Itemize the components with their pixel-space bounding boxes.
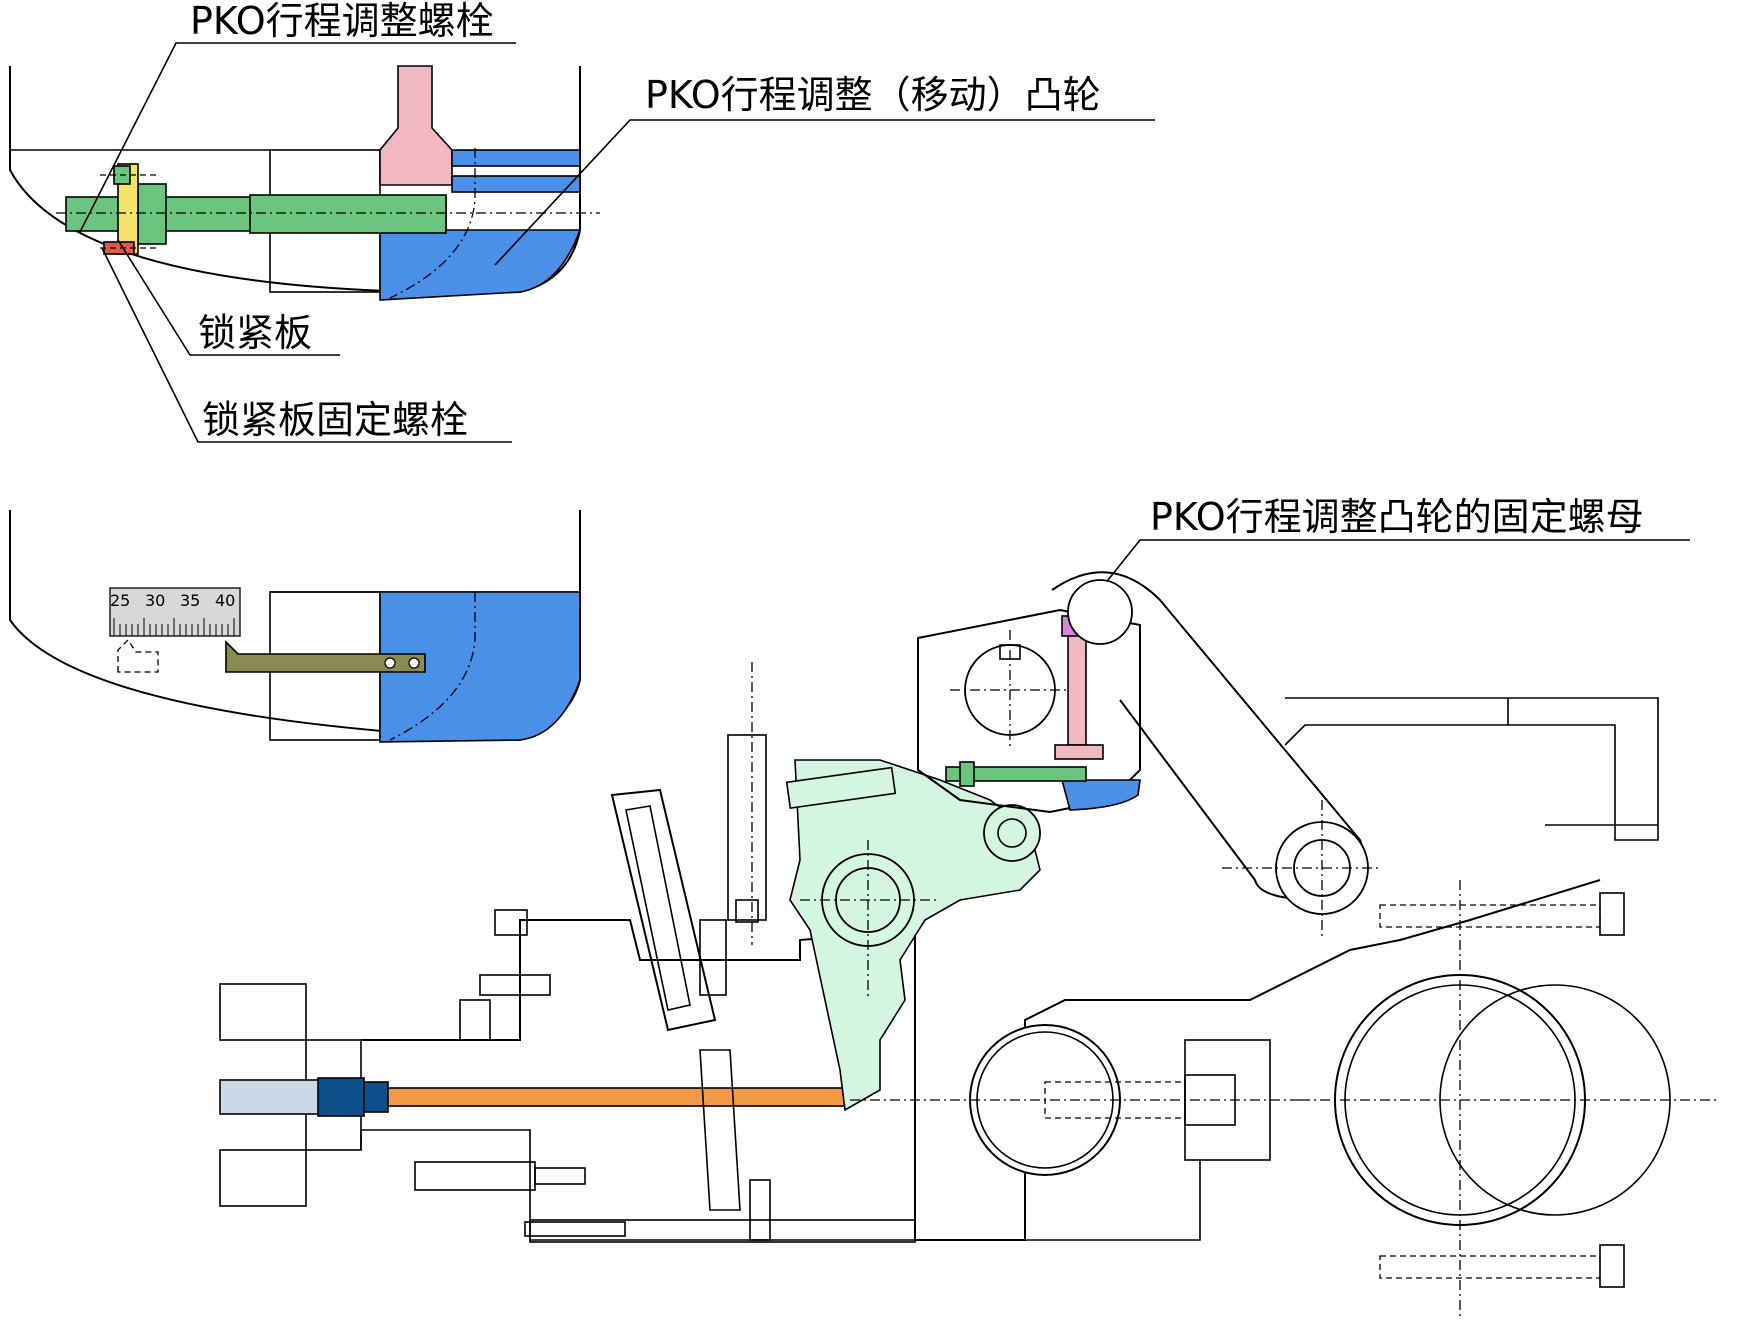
stroke-pointer bbox=[225, 640, 426, 673]
label-adjust-bolt: PKO行程调整螺栓 bbox=[190, 0, 494, 43]
leader-cam-nut bbox=[1071, 539, 1690, 626]
scale-tick-40: 40 bbox=[215, 591, 235, 610]
scale-tick-marks bbox=[113, 618, 235, 636]
top-detail-view bbox=[9, 65, 600, 301]
label-cam-nut: PKO行程调整凸轮的固定螺母 bbox=[1150, 495, 1644, 539]
pko-lever-mint bbox=[789, 759, 1041, 1112]
adjust-cam-blue bbox=[379, 229, 582, 301]
middle-cam-blue bbox=[379, 591, 581, 743]
label-adjust-cam: PKO行程调整（移动）凸轮 bbox=[645, 73, 1101, 117]
cam-nut-pink bbox=[1067, 632, 1087, 746]
label-lock-plate: 锁紧板 bbox=[198, 311, 312, 355]
knockout-pin-orange bbox=[387, 1087, 849, 1107]
middle-detail-view: 25 30 35 40 bbox=[9, 510, 581, 743]
scale-tick-35: 35 bbox=[180, 591, 200, 610]
rod-lightblue bbox=[219, 1079, 321, 1115]
scale-tick-25: 25 bbox=[110, 591, 130, 610]
scale-tick-30: 30 bbox=[145, 591, 165, 610]
rod-navy bbox=[317, 1077, 365, 1117]
pko-pusher-pink bbox=[379, 65, 453, 186]
lock-plate-bolt bbox=[103, 241, 135, 255]
leader-lines-top bbox=[79, 42, 1155, 443]
label-lock-plate-bolt: 锁紧板固定螺栓 bbox=[202, 398, 468, 442]
main-assembly bbox=[219, 571, 1720, 1320]
